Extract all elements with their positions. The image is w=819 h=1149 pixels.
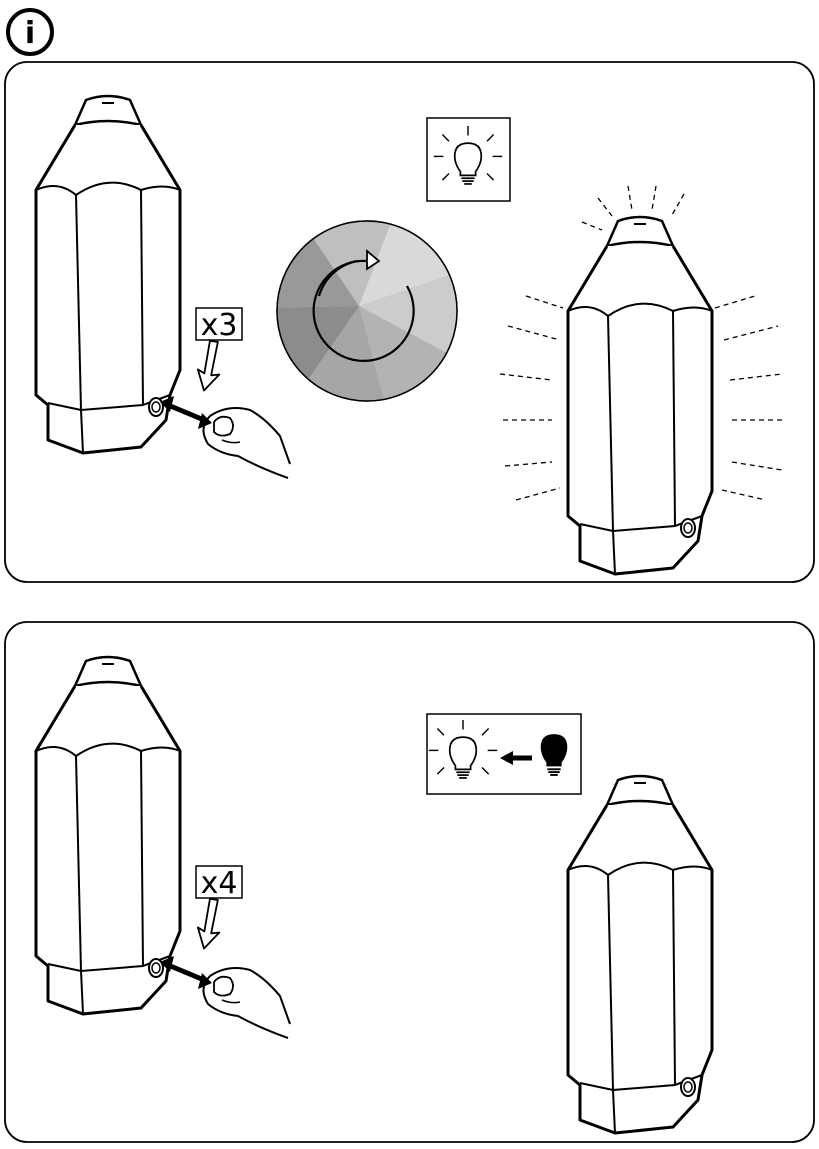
lamp-button[interactable] [680, 518, 696, 538]
pencil-lamp-glowing [499, 185, 783, 576]
color-wheel-segment [359, 306, 447, 400]
color-wheel-segment [308, 306, 384, 401]
info-glyph: i [25, 16, 35, 51]
arrow-left-icon [500, 751, 532, 765]
lamp-button[interactable] [680, 1077, 696, 1097]
press-count-label: x3 [201, 308, 238, 343]
panel-step-1: x3 [4, 61, 815, 583]
color-wheel-segment [277, 306, 359, 380]
glow-rays [499, 185, 783, 501]
light-indicator-box [426, 117, 511, 202]
color-wheel-segment [359, 275, 457, 354]
light-indicator-box [426, 713, 582, 795]
press-count-badge: x4 [195, 865, 243, 901]
press-count-label: x4 [201, 866, 238, 901]
color-wheel-rotate-icon [276, 220, 458, 402]
panel-step-2: x4 [4, 621, 815, 1143]
color-wheel-segment [277, 238, 359, 308]
color-wheel-segment [313, 221, 391, 306]
info-icon: i [6, 8, 54, 56]
lamp-button[interactable] [148, 397, 164, 417]
press-count-badge: x3 [195, 307, 243, 343]
